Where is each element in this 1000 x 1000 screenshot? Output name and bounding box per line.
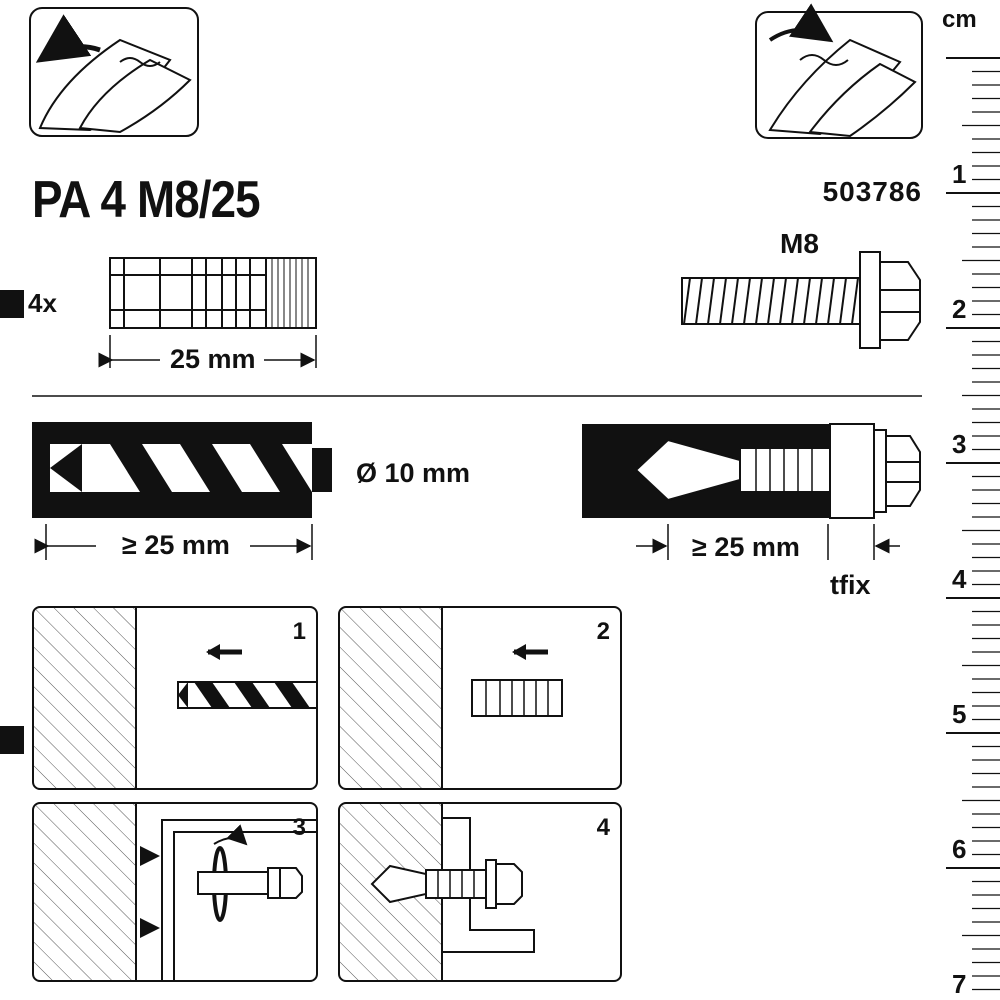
ruler-unit-label: cm [942,6,977,33]
fixture-thickness-label: tfix [830,570,871,600]
ruler-number: 1 [952,159,967,189]
installed-depth-label: ≥ 25 mm [692,532,800,562]
ruler-number: 5 [952,699,967,729]
ruler-number: 2 [952,294,967,324]
installed-anchor-drawing [582,423,921,519]
ruler-number: 7 [952,969,967,999]
step-number-1: 1 [292,618,306,645]
step-2-drawing [340,608,563,788]
step-number-4: 4 [596,814,610,841]
step-panel-3: 3 [32,802,318,982]
step-number-2: 2 [596,618,610,645]
product-title: PA 4 M8/25 [32,171,261,229]
anchor-length-label: 25 mm [170,344,256,374]
step-number-3: 3 [292,814,306,841]
ruler-number: 4 [952,564,967,594]
step-panel-4: 4 [338,802,622,982]
side-marker [0,290,24,318]
step-1-drawing [34,608,316,788]
article-number: 503786 [822,176,922,207]
quantity-label: 4x [28,288,57,318]
step-panel-1: 1 [32,606,318,790]
cm-ruler [946,57,1000,991]
hole-depth-label: ≥ 25 mm [122,530,230,560]
open-pack-icon [29,7,199,137]
m8-screw-drawing [681,251,921,349]
step-panel-2: 2 [338,606,622,790]
anchor-sleeve-drawing [109,257,317,329]
reseal-pack-icon [755,3,923,139]
step-4-drawing [340,804,535,980]
installed-depth-dimension [636,524,900,560]
ruler-number: 3 [952,429,967,459]
hole-depth-dimension [34,524,313,560]
drill-diameter-label: Ø 10 mm [356,458,471,488]
ruler-number: 6 [952,834,967,864]
step-3-drawing [34,804,316,980]
drilled-hole-drawing [32,422,332,518]
side-marker [0,726,24,754]
anchor-length-dimension [98,335,317,368]
screw-size-label: M8 [780,228,819,259]
